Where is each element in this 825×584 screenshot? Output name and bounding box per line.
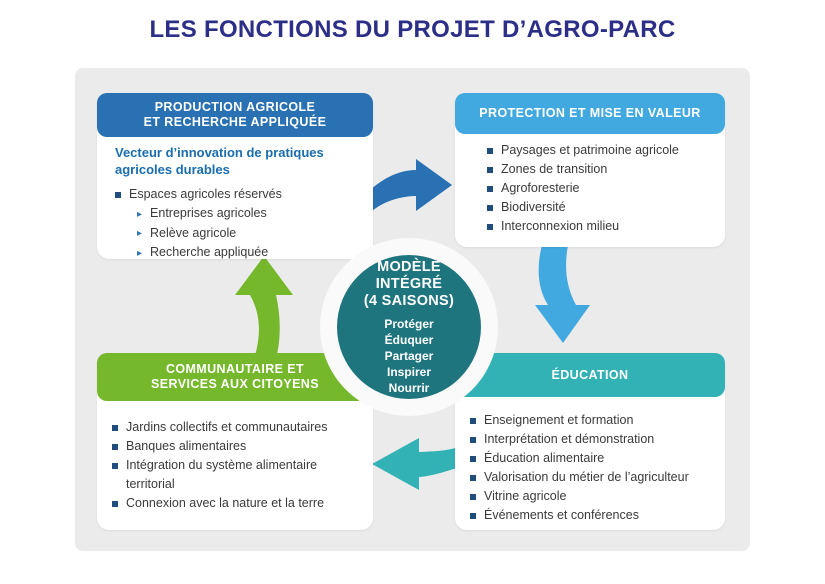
bullet-square-icon bbox=[487, 148, 493, 154]
bullet-text: Jardins collectifs et communautaires bbox=[126, 420, 328, 434]
arrow-education-to-community-icon bbox=[372, 438, 471, 490]
list-item: Interprétation et démonstration bbox=[470, 430, 717, 449]
bullet-square-icon bbox=[112, 444, 118, 450]
list-item: Valorisation du métier de l’agriculteur bbox=[470, 468, 717, 487]
education-quadrant: Enseignement et formation Interprétation… bbox=[455, 353, 725, 530]
list-item: Interconnexion milieu bbox=[487, 217, 715, 236]
bullet-square-icon bbox=[470, 513, 476, 519]
community-header: COMMUNAUTAIRE ET SERVICES AUX CITOYENS bbox=[97, 353, 373, 401]
circle-value: Nourrir bbox=[388, 380, 430, 395]
arrow-right-shape bbox=[535, 245, 590, 343]
bullet-square-icon bbox=[487, 205, 493, 211]
arrow-top-shape bbox=[366, 159, 452, 212]
production-header: PRODUCTION AGRICOLE ET RECHERCHE APPLIQU… bbox=[97, 93, 373, 137]
circle-value: Inspirer bbox=[386, 364, 431, 379]
bullet-text: Intégration du système alimentaire terri… bbox=[126, 458, 318, 491]
list-item: Jardins collectifs et communautaires bbox=[112, 418, 363, 437]
list-item: Paysages et patrimoine agricole bbox=[487, 141, 715, 160]
bullet-text: Banques alimentaires bbox=[126, 439, 247, 453]
bullet-square-icon bbox=[487, 186, 493, 192]
bullet-square-icon bbox=[112, 425, 118, 431]
list-item: Banques alimentaires bbox=[112, 437, 363, 456]
list-item: Connexion avec la nature et la terre bbox=[112, 494, 363, 513]
bullet-text: Recherche appliquée bbox=[150, 245, 269, 259]
bullet-square-icon bbox=[470, 456, 476, 462]
bullet-triangle-icon: ▸ bbox=[137, 247, 143, 259]
page-title: LES FONCTIONS DU PROJET D’AGRO-PARC bbox=[149, 16, 676, 43]
circle-title-line: (4 SAISONS) bbox=[363, 292, 455, 309]
arrow-left-shape bbox=[235, 256, 293, 359]
bullet-text: Événements et conférences bbox=[484, 508, 639, 522]
bullet-text: Zones de transition bbox=[501, 162, 608, 176]
bullet-square-icon bbox=[487, 167, 493, 173]
production-body: Vecteur d’innovation de pratiques agrico… bbox=[97, 93, 373, 259]
bullet-text: Interconnexion milieu bbox=[501, 219, 620, 233]
protection-quadrant: Paysages et patrimoine agricole Zones de… bbox=[455, 93, 725, 247]
education-header: ÉDUCATION bbox=[455, 353, 725, 397]
arrow-bottom-shape bbox=[372, 438, 471, 490]
production-subtitle: Vecteur d’innovation de pratiques agrico… bbox=[115, 145, 324, 177]
bullet-square-icon bbox=[470, 437, 476, 443]
circle-value: Éduquer bbox=[384, 332, 434, 347]
list-item: ▸ Relève agricole bbox=[115, 224, 361, 244]
integrated-model-circle: MODÈLE INTÉGRÉ (4 SAISONS) Protéger Éduq… bbox=[337, 255, 481, 399]
list-item: Zones de transition bbox=[487, 160, 715, 179]
bullet-square-icon bbox=[487, 224, 493, 230]
community-quadrant: Jardins collectifs et communautaires Ban… bbox=[97, 353, 373, 530]
circle-values: Protéger Éduquer Partager Inspirer Nourr… bbox=[384, 316, 433, 396]
bullet-text: Biodiversité bbox=[501, 200, 566, 214]
bullet-text: Enseignement et formation bbox=[484, 413, 634, 427]
circle-title-line: INTÉGRÉ bbox=[375, 275, 443, 292]
bullet-text: Paysages et patrimoine agricole bbox=[501, 143, 679, 157]
bullet-text: Connexion avec la nature et la terre bbox=[126, 496, 325, 510]
list-item: Enseignement et formation bbox=[470, 411, 717, 430]
bullet-square-icon bbox=[470, 418, 476, 424]
list-item: Intégration du système alimentaire terri… bbox=[112, 456, 363, 494]
arrow-protection-to-education-icon bbox=[535, 245, 590, 343]
bullet-text: Entreprises agricoles bbox=[150, 206, 267, 220]
bullet-triangle-icon: ▸ bbox=[137, 228, 143, 239]
list-item: Biodiversité bbox=[487, 198, 715, 217]
bullet-square-icon bbox=[470, 475, 476, 481]
bullet-square-icon bbox=[115, 192, 121, 198]
bullet-text: Éducation alimentaire bbox=[484, 451, 605, 465]
arrow-production-to-protection-icon bbox=[366, 159, 452, 212]
production-quadrant: Vecteur d’innovation de pratiques agrico… bbox=[97, 93, 373, 259]
bullet-text: Espaces agricoles réservés bbox=[129, 187, 282, 201]
bullet-square-icon bbox=[112, 501, 118, 507]
bullet-text: Vitrine agricole bbox=[484, 489, 567, 503]
bullet-text: Interprétation et démonstration bbox=[484, 432, 655, 446]
protection-body: Paysages et patrimoine agricole Zones de… bbox=[455, 93, 725, 247]
list-item: ▸ Entreprises agricoles bbox=[115, 204, 361, 224]
circle-value: Partager bbox=[384, 348, 434, 363]
list-item: ▸ Recherche appliquée bbox=[115, 243, 361, 263]
circle-value: Protéger bbox=[384, 316, 434, 331]
bullet-triangle-icon: ▸ bbox=[137, 208, 143, 220]
bullet-text: Valorisation du métier de l’agriculteur bbox=[484, 470, 689, 484]
list-item: Vitrine agricole bbox=[470, 487, 717, 506]
bullet-square-icon bbox=[112, 463, 118, 469]
bullet-text: Agroforesterie bbox=[501, 181, 580, 195]
list-item: Espaces agricoles réservés bbox=[115, 185, 361, 204]
protection-header: PROTECTION ET MISE EN VALEUR bbox=[455, 93, 725, 134]
arrow-community-to-production-icon bbox=[235, 256, 293, 359]
list-item: Événements et conférences bbox=[470, 506, 717, 525]
circle-title-line: MODÈLE bbox=[377, 258, 441, 275]
bullet-text: Relève agricole bbox=[150, 225, 237, 240]
circle-title: MODÈLE INTÉGRÉ (4 SAISONS) bbox=[364, 259, 454, 310]
bullet-square-icon bbox=[470, 494, 476, 500]
list-item: Agroforesterie bbox=[487, 179, 715, 198]
education-body: Enseignement et formation Interprétation… bbox=[455, 353, 725, 530]
list-item: Éducation alimentaire bbox=[470, 449, 717, 468]
community-body: Jardins collectifs et communautaires Ban… bbox=[97, 353, 373, 530]
